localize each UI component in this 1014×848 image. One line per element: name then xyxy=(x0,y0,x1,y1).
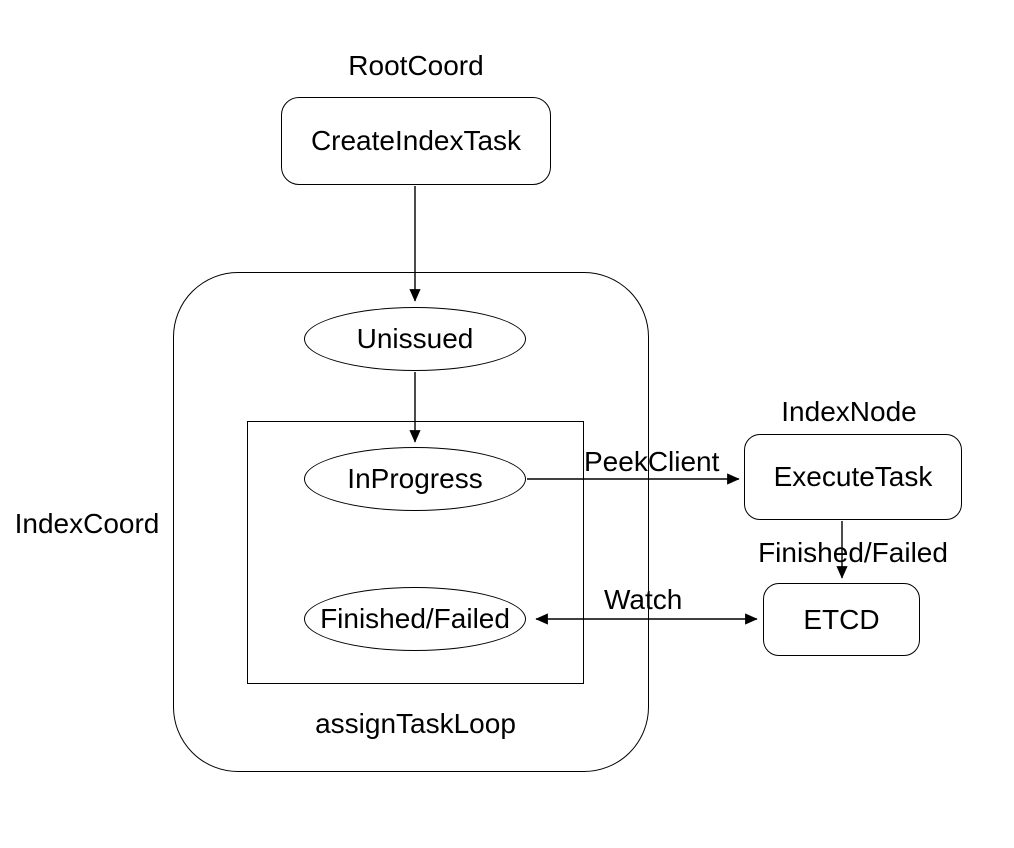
peek-client-edge-label: PeekClient xyxy=(584,446,720,477)
index-node-label: IndexNode xyxy=(781,396,917,427)
node-unissued: Unissued xyxy=(304,307,526,371)
assign-task-loop-label: assignTaskLoop xyxy=(315,708,516,739)
index-coord-label: IndexCoord xyxy=(14,508,160,539)
root-coord-label: RootCoord xyxy=(348,50,484,81)
node-execute-task: ExecuteTask xyxy=(744,434,962,520)
finished-failed-edge-label: Finished/Failed xyxy=(758,537,948,568)
node-unissued-label: Unissued xyxy=(356,323,474,354)
node-finished-failed-label: Finished/Failed xyxy=(320,603,510,634)
node-finished-failed: Finished/Failed xyxy=(304,587,526,651)
node-etcd-label: ETCD xyxy=(803,603,880,635)
node-create-index-task: CreateIndexTask xyxy=(281,97,551,185)
node-etcd: ETCD xyxy=(763,583,920,656)
node-in-progress: InProgress xyxy=(304,447,526,511)
node-execute-task-label: ExecuteTask xyxy=(773,461,933,492)
node-create-index-task-label: CreateIndexTask xyxy=(310,125,522,156)
index-coord-group-box xyxy=(173,272,649,772)
watch-edge-label: Watch xyxy=(604,584,683,615)
node-in-progress-label: InProgress xyxy=(347,463,483,494)
